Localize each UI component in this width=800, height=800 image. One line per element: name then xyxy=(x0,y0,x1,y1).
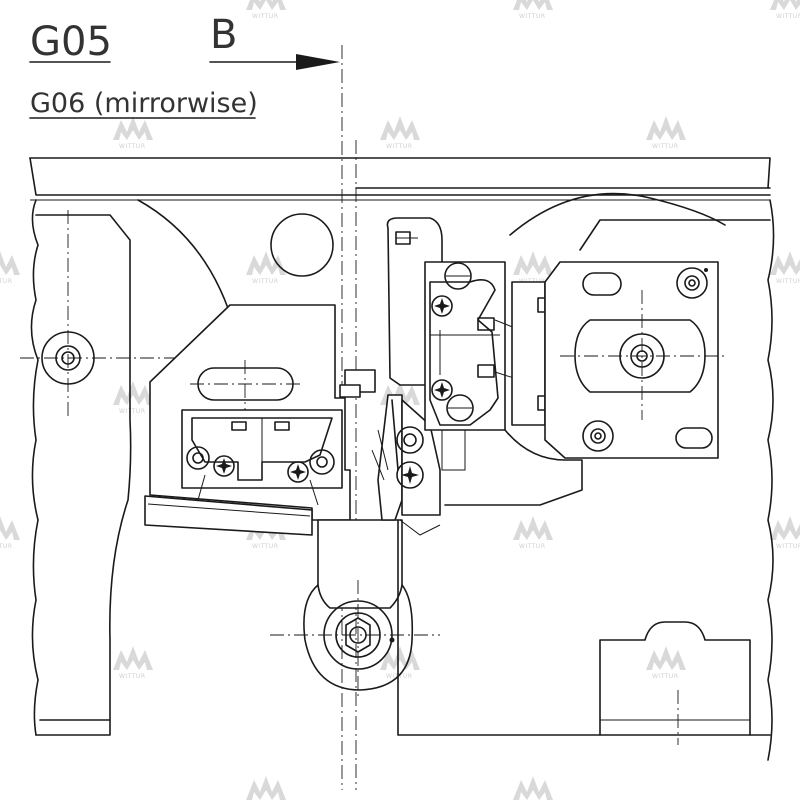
upper-circular-cutout xyxy=(270,213,334,277)
wittur-watermark-logo: WITTUR xyxy=(380,116,420,150)
left-bolt xyxy=(20,210,200,420)
svg-text:WITTUR: WITTUR xyxy=(519,13,546,20)
wittur-watermark-logo: WITTUR xyxy=(113,116,153,150)
top-plate xyxy=(29,157,771,201)
svg-text:WITTUR: WITTUR xyxy=(119,673,146,680)
center-lever xyxy=(339,369,441,536)
svg-text:WITTUR: WITTUR xyxy=(776,278,800,285)
wittur-watermark-logo: WITTUR xyxy=(113,381,153,415)
svg-text:WITTUR: WITTUR xyxy=(252,278,279,285)
wittur-watermark-logo: WITTUR xyxy=(770,516,800,550)
svg-text:WITTUR: WITTUR xyxy=(776,543,800,550)
svg-text:WITTUR: WITTUR xyxy=(119,143,146,150)
wittur-watermark-logo: WITTUR xyxy=(113,646,153,680)
wittur-watermark-logo: WITTUR xyxy=(646,116,686,150)
svg-text:WITTUR: WITTUR xyxy=(252,543,279,550)
view-arrow-head xyxy=(296,54,340,70)
variant-secondary-label: G06 (mirrorwise) xyxy=(30,88,258,119)
svg-text:WITTUR: WITTUR xyxy=(119,408,146,415)
wittur-watermark-logo: WITTUR xyxy=(513,0,553,20)
svg-text:WITTUR: WITTUR xyxy=(652,143,679,150)
right-panel xyxy=(397,192,775,761)
svg-text:WITTUR: WITTUR xyxy=(776,13,800,20)
wittur-watermark-logo: WITTUR xyxy=(646,646,686,680)
wittur-watermark-logo: WITTUR xyxy=(246,776,286,800)
svg-text:WITTUR: WITTUR xyxy=(0,543,13,550)
left-switch-mechanism xyxy=(181,409,343,506)
wittur-watermark-logo: WITTUR xyxy=(246,0,286,20)
svg-text:WITTUR: WITTUR xyxy=(386,143,413,150)
svg-text:WITTUR: WITTUR xyxy=(252,13,279,20)
wittur-watermark-logo: WITTUR xyxy=(513,516,553,550)
title-block: G05 G06 (mirrorwise) B xyxy=(29,12,340,119)
svg-text:WITTUR: WITTUR xyxy=(519,543,546,550)
center-roller-arm xyxy=(270,519,440,700)
wittur-watermark-logo: WITTUR xyxy=(0,516,20,550)
variant-primary-label: G05 xyxy=(30,19,112,65)
wittur-watermark-logo: WITTUR xyxy=(246,251,286,285)
wittur-watermark-logo: WITTUR xyxy=(0,251,20,285)
right-mounting-plate xyxy=(544,261,725,459)
view-marker-label: B xyxy=(210,12,237,58)
wittur-watermark-logo: WITTUR xyxy=(770,0,800,20)
svg-text:WITTUR: WITTUR xyxy=(0,278,13,285)
wittur-watermark-logo: WITTUR xyxy=(770,251,800,285)
wittur-watermark-logo: WITTUR xyxy=(513,776,553,800)
right-lock-housing xyxy=(386,217,553,471)
svg-text:WITTUR: WITTUR xyxy=(652,673,679,680)
